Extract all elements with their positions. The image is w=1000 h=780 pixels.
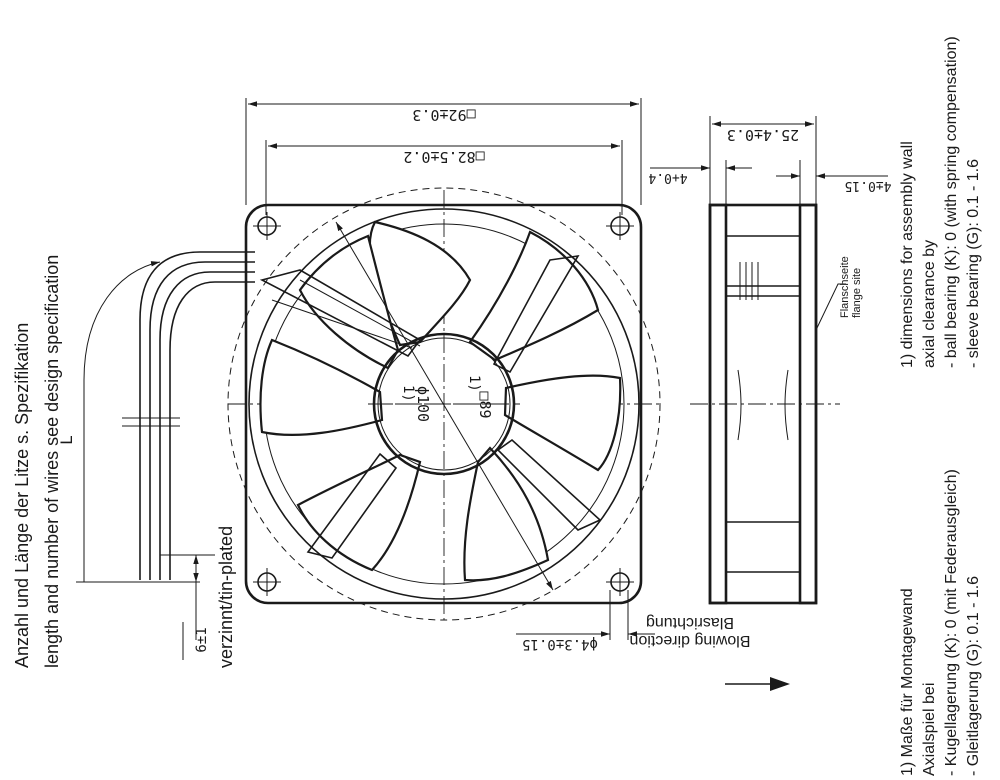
wires-label-english: length and number of wires see design sp… <box>42 255 62 668</box>
svg-text:□82.5±0.2: □82.5±0.2 <box>403 148 484 166</box>
svg-text:Axialspiel bei: Axialspiel bei <box>921 683 938 776</box>
note-marker-1-left: 1) <box>400 385 416 402</box>
svg-text:□92±0.3: □92±0.3 <box>412 106 475 124</box>
diameter-100-circle <box>227 187 661 621</box>
mounting-hole-bottom-right <box>606 568 634 596</box>
hub-size-label: □89 <box>476 391 494 418</box>
blowing-direction-arrow-icon <box>725 677 790 691</box>
svg-text:- ball bearing (K): 0 (with sp: - ball bearing (K): 0 (with spring compe… <box>943 36 960 368</box>
wires-label-german: Anzahl und Länge der Litze s. Spezifikat… <box>12 323 32 668</box>
notes-english: 1) dimensions for assembly wall axial cl… <box>899 36 982 368</box>
diameter-100-label: ϕ100 <box>414 386 432 422</box>
flange-site-label: Flanschseite flange site <box>815 256 863 331</box>
depth-dimension: 25.4±0.3 <box>709 116 817 205</box>
back-flange <box>798 203 818 605</box>
svg-text:axial clearance by: axial clearance by <box>921 240 938 368</box>
svg-text:25.4±0.3: 25.4±0.3 <box>727 126 799 144</box>
mounting-hole-top-right <box>606 212 634 240</box>
svg-text:- Kugellagerung (K): 0 (mit Fe: - Kugellagerung (K): 0 (mit Federausglei… <box>943 469 960 776</box>
wire-length-dimension: L <box>57 261 200 583</box>
outer-size-dimension: □92±0.3 <box>245 98 642 205</box>
svg-text:4±0.15: 4±0.15 <box>845 178 892 193</box>
svg-text:length and number of wires see: length and number of wires see design sp… <box>42 255 62 668</box>
mounting-hole-bottom-left <box>253 568 281 596</box>
note-marker-1-right: 1) <box>466 375 482 392</box>
svg-text:1): 1) <box>400 385 416 402</box>
svg-text:6±1: 6±1 <box>194 627 210 652</box>
svg-text:Flanschseite: Flanschseite <box>839 256 851 318</box>
svg-text:flange site: flange site <box>851 268 863 318</box>
svg-text:1) Maße für Montagewand: 1) Maße für Montagewand <box>899 588 916 776</box>
svg-text:1): 1) <box>466 375 482 392</box>
front-flange <box>708 203 728 605</box>
svg-text:ϕ4.3±0.15: ϕ4.3±0.15 <box>522 636 598 652</box>
venturi-circle <box>248 208 640 600</box>
wire-length-symbol: L <box>57 435 76 445</box>
svg-text:Blasrichtung: Blasrichtung <box>646 614 734 631</box>
wire-bundle <box>122 251 255 580</box>
blowing-direction: Blasrichtung Blowing direction <box>630 614 790 691</box>
hole-diameter-dimension: ϕ4.3±0.15 <box>516 590 655 652</box>
notes-german: 1) Maße für Montagewand Axialspiel bei -… <box>899 469 982 776</box>
flange-offset-dimension: 4+0.4 <box>648 160 752 205</box>
svg-text:1) dimensions for assembly wal: 1) dimensions for assembly wall <box>899 141 916 368</box>
svg-text:- sleeve bearing (G): 0.1 - 1.: - sleeve bearing (G): 0.1 - 1.6 <box>965 159 982 368</box>
fan-frame <box>244 203 643 605</box>
svg-text:Blowing direction: Blowing direction <box>630 632 751 649</box>
svg-text:□89: □89 <box>476 391 494 418</box>
svg-text:ϕ100: ϕ100 <box>414 386 432 422</box>
side-view <box>690 203 840 605</box>
flange-thickness-dimension: 4±0.15 <box>776 160 891 205</box>
svg-text:- Gleitlagerung (G): 0.1 - 1.6: - Gleitlagerung (G): 0.1 - 1.6 <box>965 576 982 776</box>
tinned-label: verzinnt/tin-plated <box>216 526 236 668</box>
svg-text:verzinnt/tin-plated: verzinnt/tin-plated <box>216 526 236 668</box>
inner-size-dimension: □82.5±0.2 <box>265 140 623 215</box>
diameter-leader <box>335 221 554 591</box>
front-view: 1) ϕ100 1) □89 <box>227 187 661 621</box>
svg-text:4+0.4: 4+0.4 <box>648 170 687 185</box>
svg-text:Anzahl und Länge der Litze s.: Anzahl und Länge der Litze s. Spezifikat… <box>12 323 32 668</box>
stripped-length-dimension: 6±1 <box>160 554 215 660</box>
svg-text:L: L <box>57 435 76 445</box>
mounting-hole-top-left <box>253 212 281 240</box>
